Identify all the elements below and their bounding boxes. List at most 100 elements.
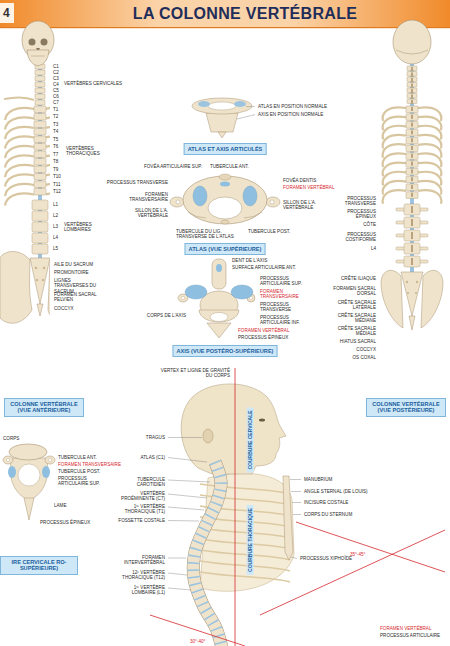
vertebral-column <box>406 129 418 136</box>
anatomy-label: T3 <box>53 122 58 127</box>
leader-lines <box>168 480 210 482</box>
vertebral-column <box>193 462 222 646</box>
rib-cage <box>46 127 50 136</box>
vertebral-column <box>411 67 413 71</box>
vertebral-column <box>404 243 420 254</box>
header-band <box>0 0 450 28</box>
vertebral-column <box>411 89 413 93</box>
section-header: ATLAS (VUE SUPÉRIEURE) <box>185 243 266 255</box>
section-header: ATLAS ET AXIS ARTICULÉS <box>184 143 267 155</box>
vertebral-column <box>193 462 222 646</box>
anatomy-label: PROCESSUS TRANSVERSE <box>332 196 376 207</box>
ribs <box>200 572 290 582</box>
vertebral-column <box>34 189 46 196</box>
atlas-vertebra <box>176 200 180 204</box>
atlas-vertebra <box>193 186 207 206</box>
vertebral-column <box>411 185 413 189</box>
pelvis <box>401 272 423 316</box>
vertebral-column <box>407 83 417 88</box>
header-band <box>0 3 14 23</box>
vertebral-column <box>407 66 417 71</box>
atlas-axis-articulated <box>192 98 252 114</box>
vertebral-column <box>407 72 417 77</box>
section-title: IRE CERVICALE RO-SUPÉRIEURE) <box>4 559 74 572</box>
anatomy-label: CÔTE <box>332 222 376 227</box>
anatomy-label: L2 <box>53 213 58 218</box>
ribs <box>200 539 290 549</box>
pelvis <box>0 252 50 324</box>
cervical-vertebra <box>42 466 50 478</box>
leader-lines <box>293 514 301 515</box>
section-title: AXIS (VUE POSTÉRO-SUPÉRIEURE) <box>177 348 274 354</box>
anatomy-label: T7 <box>53 152 58 157</box>
vertebral-column <box>34 106 46 113</box>
vertebral-column <box>404 230 420 241</box>
anatomy-label: T4 <box>53 129 58 134</box>
anatomy-label: PROCESSUS ARTICULAIRE INF. <box>260 315 306 326</box>
head-profile <box>259 419 265 422</box>
leader-lines <box>168 588 191 590</box>
skull <box>29 39 36 46</box>
vertebral-column <box>32 200 48 210</box>
anatomy-label: FOSSETTE COSTALE <box>118 518 165 523</box>
vertebral-column <box>411 130 413 134</box>
vertebral-column <box>34 121 46 128</box>
anatomy-label: COCCYX <box>332 347 376 352</box>
vertebral-column <box>406 161 418 168</box>
cervical-vertebra <box>3 456 13 464</box>
section-header: COLONNE VERTÉBRALE (VUE ANTÉRIEURE) <box>4 398 84 417</box>
head-profile <box>181 384 286 474</box>
anatomy-label: T2 <box>53 114 58 119</box>
atlas-axis-articulated <box>218 132 226 138</box>
vertebral-column <box>406 184 418 191</box>
anatomy-label: PROMONTOIRE <box>54 270 89 275</box>
anatomy-label: T5 <box>53 137 58 142</box>
leader-lines <box>168 507 204 510</box>
anatomy-label: PROCESSUS ÉPINEUX <box>238 335 288 340</box>
anatomy-label: TUBERCULE ANT. <box>58 455 97 460</box>
anatomy-label: C3 <box>53 76 59 81</box>
anatomy-label: 1ʳᵉ VERTÈBRE LOMBAIRE (L1) <box>109 585 165 596</box>
anatomy-label: HIATUS SACRAL <box>332 339 376 344</box>
vertebral-column <box>411 115 413 119</box>
atlas-axis-articulated <box>234 101 246 107</box>
highlight-label: FORAMEN VERTÉBRAL <box>380 626 431 631</box>
highlight-label: 30°-40° <box>190 639 205 644</box>
anatomy-label: PROCESSUS XIPHOÏDE <box>300 556 352 561</box>
atlas-axis-articulated <box>206 113 238 132</box>
vertebral-column <box>411 219 413 226</box>
rib-cage <box>4 97 50 205</box>
header-band <box>0 0 450 27</box>
axis-vertebra <box>185 285 207 299</box>
ribs <box>200 550 290 560</box>
anatomy-label: T11 <box>53 182 61 187</box>
skull <box>22 21 54 66</box>
pelvis <box>35 267 38 270</box>
rib-cage <box>4 97 34 100</box>
anatomy-label: FOVÉA ARTICULAIRE SUP. <box>144 164 202 169</box>
atlas-vertebra <box>188 212 206 218</box>
highlight-label: 35°-45° <box>350 552 365 557</box>
gravity-and-angle-lines <box>235 368 236 646</box>
anatomy-label: CRÊTE SACRALE LATÉRALE <box>332 300 376 311</box>
anatomy-label: TUBERCULE POST. <box>58 469 100 474</box>
sternum <box>283 476 293 560</box>
anatomy-label: PROCESSUS TRANSVERSE <box>107 180 168 185</box>
axis-vertebra <box>216 264 222 272</box>
pelvis <box>406 281 408 283</box>
anatomy-label: PROCESSUS TRANSVERSE <box>260 302 306 313</box>
anatomy-label: L5 <box>53 246 58 251</box>
anatomy-label: CRÊTE SACRALE MÉDIALE <box>332 326 376 337</box>
anatomy-label: L4 <box>332 246 376 251</box>
skull <box>41 39 48 46</box>
vertebral-column <box>35 82 45 87</box>
rib-cage <box>46 137 50 146</box>
section-title: COLONNE VERTÉBRALE (VUE ANTÉRIEURE) <box>8 401 80 414</box>
anatomy-label: FOVÉA DENTIS <box>283 178 316 183</box>
section-title: COLONNE VERTÉBRALE (VUE POSTÉRIEURE) <box>370 401 442 414</box>
cervical-vertebra <box>48 458 51 461</box>
leader-lines <box>168 438 301 591</box>
axis-vertebra <box>178 259 255 338</box>
anatomy-label: SILLON DE L'A. VERTÉBRALE <box>283 200 327 211</box>
